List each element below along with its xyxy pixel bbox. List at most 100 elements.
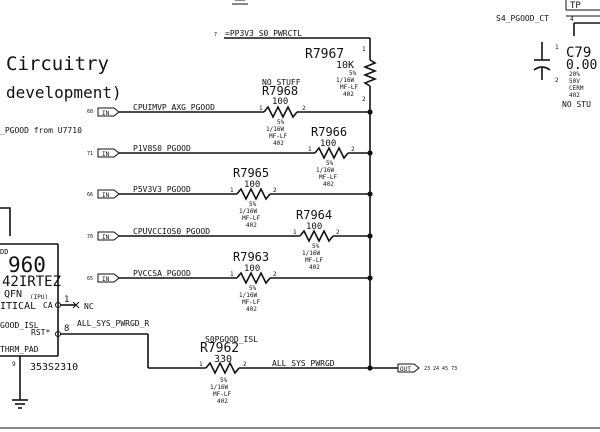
r7967-type: MF-LF <box>340 84 358 91</box>
r7967-pin1: 1 <box>362 46 366 53</box>
capacitor-symbol <box>533 42 551 80</box>
r7965-value: 100 <box>244 180 260 190</box>
r7964-ref: R7964 <box>296 208 332 222</box>
s0pgood-label: S0PGOOD_ISL <box>205 335 258 344</box>
r7962-ref: R7962 <box>200 341 239 356</box>
rst-pin-number: 8 <box>64 324 69 334</box>
r7964-value: 100 <box>306 222 322 232</box>
r7963-pin1: 1 <box>230 271 234 278</box>
input-flag <box>97 189 120 199</box>
r7964-pin2: 2 <box>336 229 340 236</box>
r7967-ref: R7967 <box>305 47 344 62</box>
r7962-pin1: 1 <box>199 361 203 368</box>
nc-pin-number: 1 <box>64 295 69 305</box>
pwrctl-net-label: =PP3V3_S0_PWRCTL <box>225 29 302 38</box>
cap-pin-1: 1 <box>555 44 559 51</box>
r7962-type: MF-LF <box>213 391 231 398</box>
ic-pin-ipu: (IPU) <box>30 294 48 301</box>
r7962-value: 330 <box>214 354 232 365</box>
r7968-pin1: 1 <box>259 105 263 112</box>
s4-pgood-net-label: S4_PGOOD_CT <box>496 14 549 23</box>
input-flag-label: IN <box>102 110 110 117</box>
r7962-pkg: 402 <box>217 398 228 405</box>
output-flag-label: OUT <box>400 366 411 373</box>
r7966-zigzag <box>314 146 349 160</box>
ic-pin-dd: DD <box>0 248 8 256</box>
r7962-zigzag <box>205 361 240 375</box>
cap-value: 0.00 <box>566 58 597 73</box>
input-flag-label: IN <box>102 151 110 158</box>
input-ref: 70 <box>87 234 93 240</box>
input-flag-label: IN <box>102 192 110 199</box>
supervisor-ic <box>0 207 59 357</box>
input-flag-label: IN <box>102 276 110 283</box>
r7966-pin2: 2 <box>351 146 355 153</box>
r7965-pkg: 402 <box>246 222 257 229</box>
r7965-ref: R7965 <box>233 166 269 180</box>
r7963-zigzag <box>236 271 271 285</box>
cap-ref: C79 <box>566 45 591 61</box>
r7965-type: MF-LF <box>242 215 260 222</box>
r7963-power: 1/16W <box>239 292 257 299</box>
r7963-pin2: 2 <box>273 271 277 278</box>
r7962-tol: 5% <box>220 377 228 384</box>
r7966-pin1: 1 <box>308 146 312 153</box>
r7963-ref: R7963 <box>233 250 269 264</box>
ic-lead-wire <box>0 207 11 236</box>
all-sys-pwrgd-label: ALL_SYS_PWRGD <box>272 359 335 368</box>
r7966-ref: R7966 <box>311 125 347 139</box>
r7968-tol: 5% <box>277 119 285 126</box>
r7963-tol: 5% <box>249 285 257 292</box>
ic-pin-9: 9 <box>12 361 16 368</box>
r7968-pin2: 2 <box>302 105 306 112</box>
r7966-tol: 5% <box>326 160 334 167</box>
input-flag-label: IN <box>102 234 110 241</box>
r7964-type: MF-LF <box>305 257 323 264</box>
test-point-label: TP <box>570 1 581 11</box>
s4-pgood-pin: 4 <box>570 16 574 23</box>
cap-pin-2: 2 <box>555 77 559 84</box>
r7968-no-stuff: NO STUFF <box>262 78 301 87</box>
r7962-power: 1/16W <box>210 384 228 391</box>
input-ref: 68 <box>87 109 93 115</box>
input-net-label: P1V8S0_PGOOD <box>133 144 191 153</box>
r7967-value: 10K <box>336 60 354 71</box>
input-ref: 71 <box>87 151 93 157</box>
ic-pin-rst: RST* <box>31 328 50 337</box>
r7968-pkg: 402 <box>273 140 284 147</box>
input-flag <box>97 107 120 117</box>
r7963-pkg: 402 <box>246 306 257 313</box>
r7964-zigzag <box>299 229 334 243</box>
r7968-value: 100 <box>272 97 288 107</box>
r7965-pin2: 2 <box>273 187 277 194</box>
ground-symbol <box>12 399 28 409</box>
pwrctl-ref: 7 <box>214 32 217 38</box>
r7965-zigzag <box>236 187 271 201</box>
r7963-type: MF-LF <box>242 299 260 306</box>
cap-dielectric: CERM <box>569 85 584 92</box>
r7962-pin2: 2 <box>243 361 247 368</box>
r7968-ref: R7968 <box>262 84 298 98</box>
input-ref: 66 <box>87 192 93 198</box>
r7967-pin2: 2 <box>362 96 366 103</box>
input-net-label: CPUVCCIOS0_PGOOD <box>133 227 210 236</box>
r7966-type: MF-LF <box>319 174 337 181</box>
nc-label: NC <box>84 302 94 311</box>
r7966-pkg: 402 <box>323 181 334 188</box>
ic-part: 42IRTEZ <box>2 274 61 290</box>
input-flag <box>97 273 120 283</box>
r7967-zigzag <box>362 59 378 87</box>
input-ref: 65 <box>87 276 93 282</box>
r7967-pkg: 402 <box>343 91 354 98</box>
r7964-pin1: 1 <box>293 229 297 236</box>
ic-critical: ITICAL <box>0 301 36 312</box>
test-point: TP <box>565 0 600 17</box>
output-flag <box>397 363 420 373</box>
input-net-label: PVCCSA_PGOOD <box>133 269 191 278</box>
r7968-type: MF-LF <box>269 133 287 140</box>
cap-tolerance: 20% <box>569 71 580 78</box>
r7968-zigzag <box>263 105 298 119</box>
r7963-value: 100 <box>244 264 260 274</box>
r7967-power: 1/16W <box>336 77 354 84</box>
r7968-power: 1/16W <box>266 126 284 133</box>
